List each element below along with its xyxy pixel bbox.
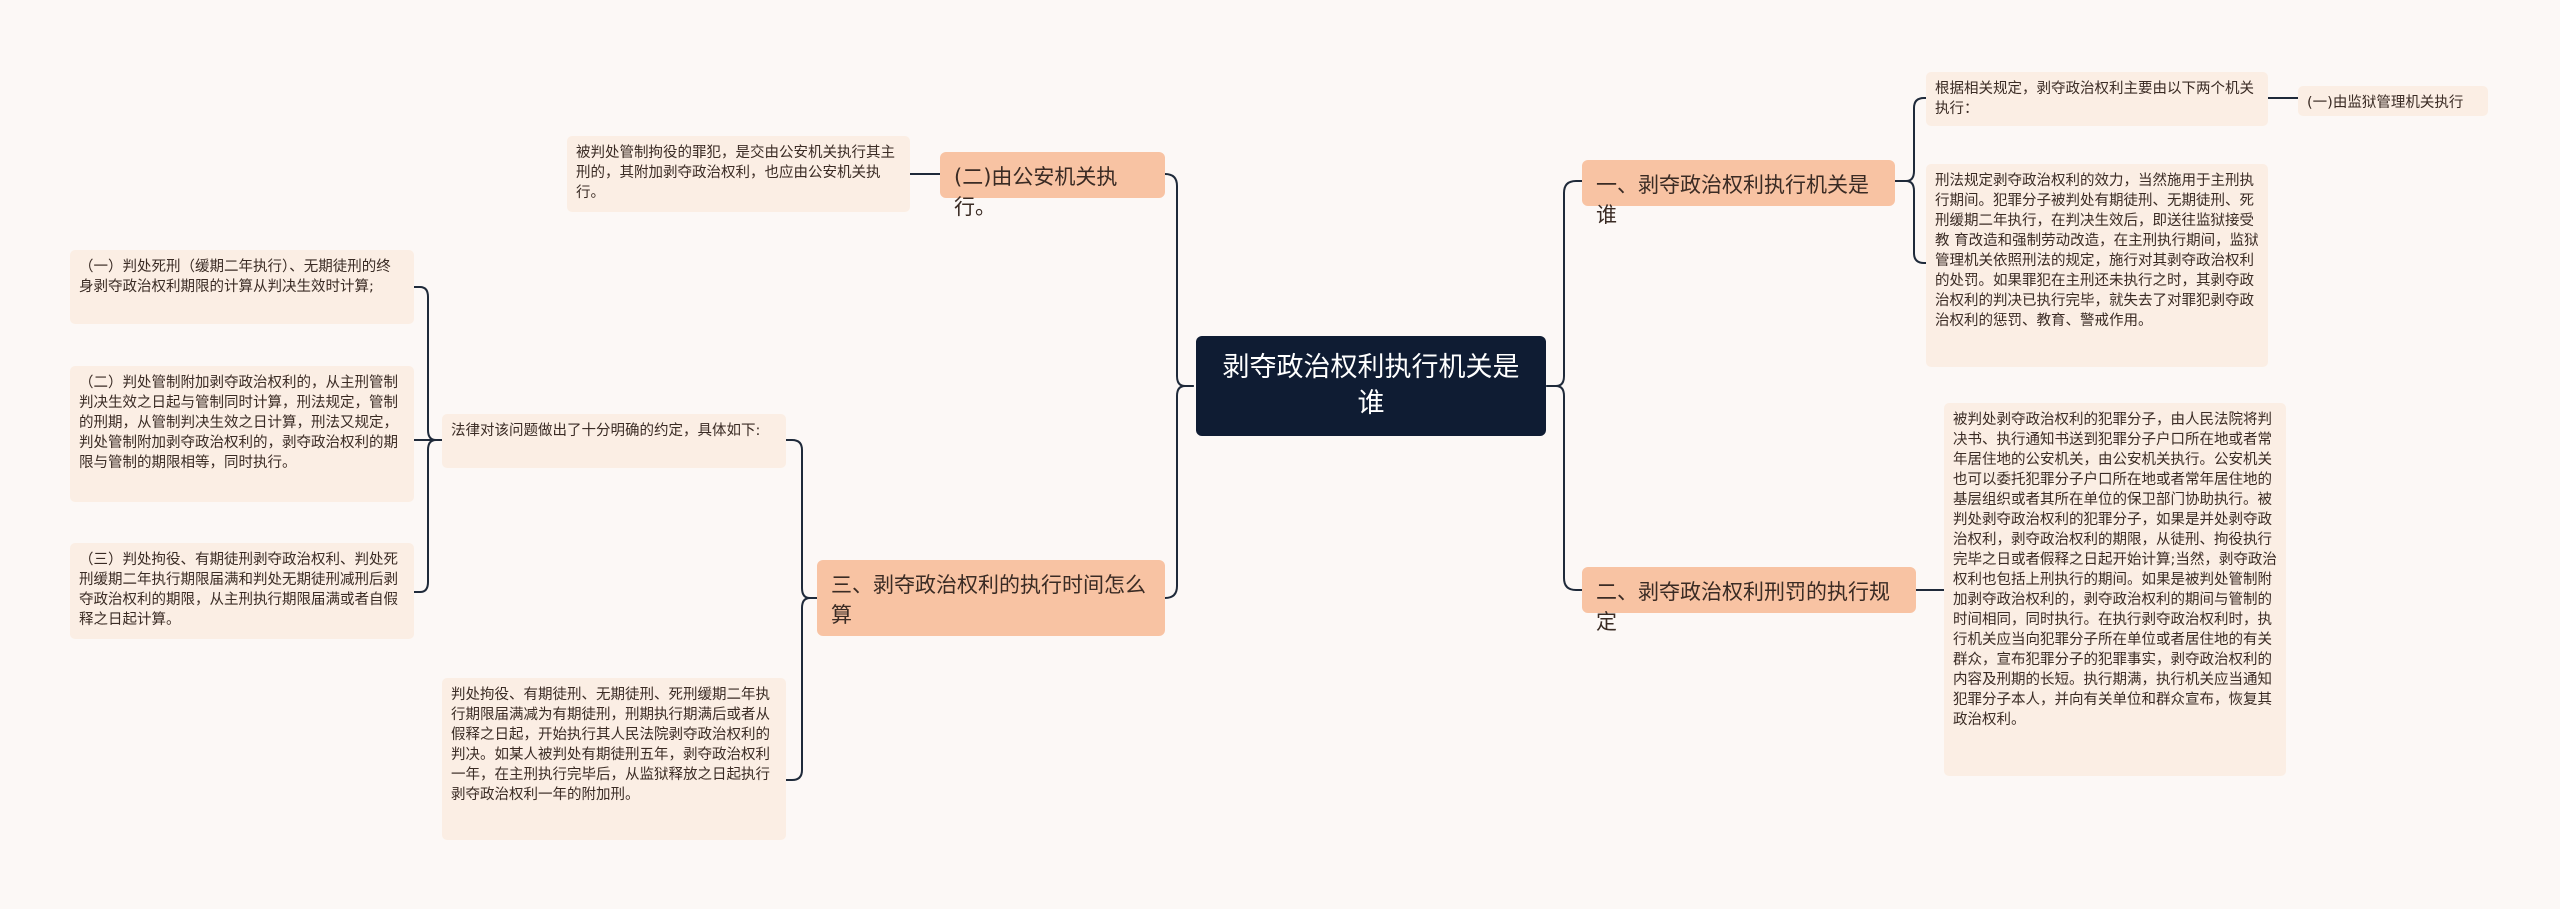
leaf-provision-one[interactable]: （一）判处死刑（缓期二年执行）、无期徒刑的终身剥夺政治权利期限的计算从判决生效时…: [70, 250, 414, 324]
link-lb2-mid: [785, 439, 818, 599]
link-lb2-long: [785, 597, 818, 781]
leaf-law-provisions-text: 法律对该问题做出了十分明确的约定，具体如下:: [451, 423, 761, 439]
leaf-provision-three[interactable]: （三）判处拘役、有期徒刑剥夺政治权利、判处死刑缓期二年执行期限届满和判处无期徒刑…: [70, 543, 414, 639]
branch-execution-time-label: 三、剥夺政治权利的执行时间怎么算: [831, 573, 1146, 627]
branch-public-security[interactable]: (二)由公安机关执行。: [940, 152, 1165, 219]
branch-execution-authority[interactable]: 一、剥夺政治权利执行机关是谁: [1582, 160, 1895, 227]
branch-execution-rules[interactable]: 二、剥夺政治权利刑罚的执行规定: [1582, 567, 1916, 634]
leaf-prison-authority-text: (一)由监狱管理机关执行: [2307, 95, 2464, 111]
branch-public-security-label: (二)由公安机关执行。: [954, 165, 1118, 219]
leaf-prison-execution-detail-text: 刑法规定剥夺政治权利的效力，当然施用于主刑执行期间。犯罪分子被判处有期徒刑、无期…: [1935, 173, 2259, 329]
leaf-law-provisions[interactable]: 法律对该问题做出了十分明确的约定，具体如下:: [442, 414, 786, 468]
leaf-prison-authority[interactable]: (一)由监狱管理机关执行: [2298, 86, 2488, 116]
leaf-provision-two[interactable]: （二）判处管制附加剥夺政治权利的，从主刑管制判决生效之日起与管制同时计算，刑法规…: [70, 366, 414, 502]
link-mid-i3: [413, 439, 443, 593]
link-center-right-b1: [1546, 180, 1583, 387]
leaf-provision-two-text: （二）判处管制附加剥夺政治权利的，从主刑管制判决生效之日起与管制同时计算，刑法规…: [79, 375, 398, 471]
leaf-two-authorities[interactable]: 根据相关规定，剥夺政治权利主要由以下两个机关执行：: [1926, 72, 2268, 126]
leaf-provision-three-text: （三）判处拘役、有期徒刑剥夺政治权利、判处死刑缓期二年执行期限届满和判处无期徒刑…: [79, 552, 398, 628]
leaf-public-security-detail[interactable]: 被判处管制拘役的罪犯，是交由公安机关执行其主刑的，其附加剥夺政治权利，也应由公安…: [567, 136, 910, 212]
link-center-right-b2: [1546, 385, 1583, 591]
leaf-provision-one-text: （一）判处死刑（缓期二年执行）、无期徒刑的终身剥夺政治权利期限的计算从判决生效时…: [79, 259, 391, 295]
central-topic[interactable]: 剥夺政治权利执行机关是谁: [1196, 336, 1546, 436]
link-mid-i1: [413, 286, 443, 441]
leaf-public-security-detail-text: 被判处管制拘役的罪犯，是交由公安机关执行其主刑的，其附加剥夺政治权利，也应由公安…: [576, 145, 895, 201]
branch-execution-authority-label: 一、剥夺政治权利执行机关是谁: [1596, 173, 1869, 227]
leaf-execution-time-example-text: 判处拘役、有期徒刑、无期徒刑、死刑缓期二年执行期限届满减为有期徒刑，刑期执行期满…: [451, 687, 770, 803]
leaf-two-authorities-text: 根据相关规定，剥夺政治权利主要由以下两个机关执行：: [1935, 81, 2254, 117]
link-rb1-r1b: [1894, 180, 1933, 264]
link-center-left-b2: [1164, 385, 1194, 599]
leaf-execution-rules-detail[interactable]: 被判处剥夺政治权利的犯罪分子，由人民法院将判决书、执行通知书送到犯罪分子户口所在…: [1944, 403, 2286, 776]
branch-execution-time[interactable]: 三、剥夺政治权利的执行时间怎么算: [817, 560, 1165, 636]
branch-execution-rules-label: 二、剥夺政治权利刑罚的执行规定: [1596, 580, 1890, 634]
leaf-execution-time-example[interactable]: 判处拘役、有期徒刑、无期徒刑、死刑缓期二年执行期限届满减为有期徒刑，刑期执行期满…: [442, 678, 786, 840]
leaf-execution-rules-detail-text: 被判处剥夺政治权利的犯罪分子，由人民法院将判决书、执行通知书送到犯罪分子户口所在…: [1953, 412, 2277, 728]
link-center-left-b1: [1164, 173, 1194, 387]
leaf-prison-execution-detail[interactable]: 刑法规定剥夺政治权利的效力，当然施用于主刑执行期间。犯罪分子被判处有期徒刑、无期…: [1926, 164, 2268, 367]
central-topic-label: 剥夺政治权利执行机关是谁: [1222, 352, 1520, 419]
